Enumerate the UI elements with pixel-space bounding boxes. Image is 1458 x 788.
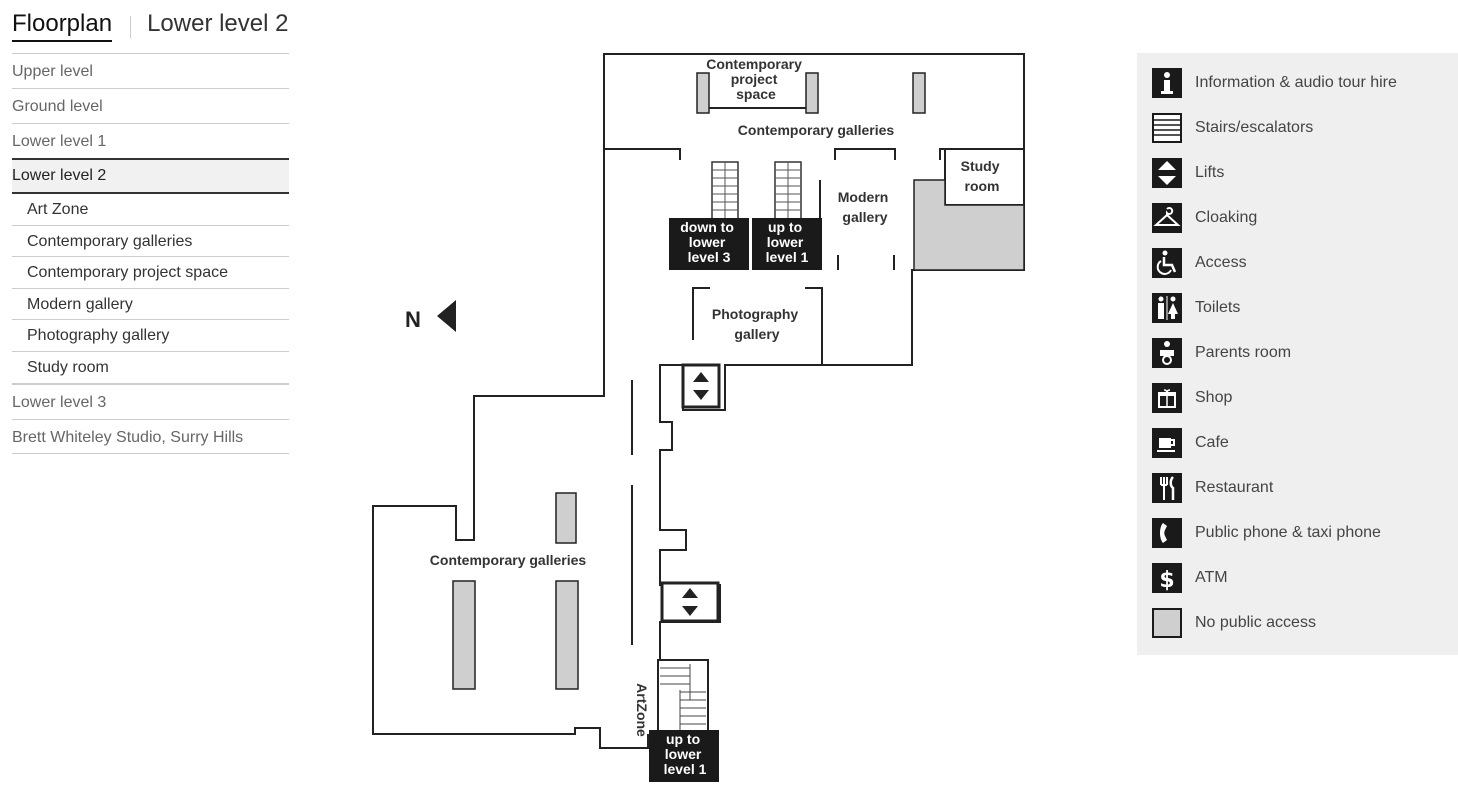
phone-icon bbox=[1152, 518, 1182, 548]
north-label: N bbox=[405, 307, 421, 332]
nav-lower-level-2[interactable]: Lower level 2 bbox=[12, 158, 289, 194]
north-arrow-icon bbox=[437, 300, 456, 332]
legend-item: Restaurant bbox=[1152, 472, 1273, 504]
label-contemporary-project-space: Contemporary project space bbox=[706, 56, 806, 102]
header-divider bbox=[130, 16, 132, 38]
legend-item: Parents room bbox=[1152, 337, 1291, 369]
legend-item: $ ATM bbox=[1152, 562, 1228, 594]
cafe-icon bbox=[1152, 428, 1182, 458]
no-access-area bbox=[913, 179, 1025, 271]
label-photography-gallery: Photography gallery bbox=[712, 306, 802, 342]
escalator-down-icon bbox=[711, 161, 739, 221]
toilets-icon bbox=[1152, 293, 1182, 323]
nav-brett-whiteley-studio[interactable]: Brett Whiteley Studio, Surry Hills bbox=[12, 418, 289, 454]
nav-sub-contemporary-galleries[interactable]: Contemporary galleries bbox=[12, 226, 289, 258]
label-study-room: Study room bbox=[961, 158, 1004, 194]
nav-upper-level[interactable]: Upper level bbox=[12, 53, 289, 88]
wall-top-inner bbox=[604, 148, 1024, 160]
partition-1 bbox=[696, 72, 710, 114]
label-artzone: ArtZone bbox=[634, 683, 650, 737]
nav-sub-study-room[interactable]: Study room bbox=[12, 352, 289, 384]
nav-lower-level-1[interactable]: Lower level 1 bbox=[12, 123, 289, 158]
up-to-level-1-sign-artzone bbox=[649, 730, 719, 782]
map-legend: Information & audio tour hire Stairs/esc… bbox=[1137, 53, 1458, 655]
nav-ground-level[interactable]: Ground level bbox=[12, 88, 289, 123]
legend-item: Toilets bbox=[1152, 292, 1240, 324]
legend-item: Cafe bbox=[1152, 427, 1229, 459]
escalator-up-icon bbox=[774, 161, 802, 221]
legend-item: Information & audio tour hire bbox=[1152, 67, 1397, 99]
legend-item: Shop bbox=[1152, 382, 1232, 414]
label-modern-gallery: Modern gallery bbox=[838, 189, 892, 225]
nav-sub-art-zone[interactable]: Art Zone bbox=[12, 194, 289, 226]
svg-text:$: $ bbox=[1159, 568, 1174, 593]
wall-photo-gallery bbox=[692, 287, 823, 365]
atm-icon: $ bbox=[1152, 563, 1182, 593]
stairs-icon bbox=[1152, 113, 1182, 143]
lift-icon-upper bbox=[681, 363, 721, 409]
label-down-to-lower-level-3: down to lower level 3 bbox=[680, 219, 738, 265]
label-contemporary-galleries-top: Contemporary galleries bbox=[738, 122, 895, 138]
no-public-access-icon bbox=[1152, 608, 1182, 638]
partition-2 bbox=[805, 72, 819, 114]
legend-item: Access bbox=[1152, 247, 1247, 279]
nav-sub-contemporary-project-space[interactable]: Contemporary project space bbox=[12, 257, 289, 289]
partition-3 bbox=[912, 72, 926, 114]
level-navigation: Upper level Ground level Lower level 1 L… bbox=[12, 53, 289, 454]
partition-4 bbox=[555, 492, 577, 544]
nav-sub-photography-gallery[interactable]: Photography gallery bbox=[12, 320, 289, 352]
page-header: Floorplan Lower level 2 bbox=[12, 10, 288, 44]
label-contemporary-galleries-bottom: Contemporary galleries bbox=[430, 552, 587, 568]
current-level-title: Lower level 2 bbox=[147, 10, 289, 37]
parents-room-icon bbox=[1152, 338, 1182, 368]
nav-sub-modern-gallery[interactable]: Modern gallery bbox=[12, 289, 289, 321]
lifts-icon bbox=[1152, 158, 1182, 188]
restaurant-icon bbox=[1152, 473, 1182, 503]
artzone-stairs-icon bbox=[657, 659, 709, 736]
legend-item: Stairs/escalators bbox=[1152, 112, 1313, 144]
legend-item: Public phone & taxi phone bbox=[1152, 517, 1381, 549]
nav-lower-level-3[interactable]: Lower level 3 bbox=[12, 383, 289, 419]
legend-item: Lifts bbox=[1152, 157, 1224, 189]
shop-icon bbox=[1152, 383, 1182, 413]
partition-6 bbox=[555, 580, 579, 690]
information-icon bbox=[1152, 68, 1182, 98]
up-to-level-1-sign bbox=[752, 218, 822, 270]
label-up-to-lower-level-1-artzone: up to lower level 1 bbox=[664, 731, 707, 777]
legend-item: No public access bbox=[1152, 607, 1316, 639]
lift-icon-lower bbox=[660, 581, 720, 623]
page-title[interactable]: Floorplan bbox=[12, 10, 113, 42]
down-to-level-3-sign bbox=[669, 218, 749, 270]
partition-5 bbox=[452, 580, 476, 690]
label-up-to-lower-level-1: up to lower level 1 bbox=[766, 219, 809, 265]
legend-item: Cloaking bbox=[1152, 202, 1257, 234]
cloaking-icon bbox=[1152, 203, 1182, 233]
access-icon bbox=[1152, 248, 1182, 278]
wall-top-block bbox=[372, 53, 1025, 749]
